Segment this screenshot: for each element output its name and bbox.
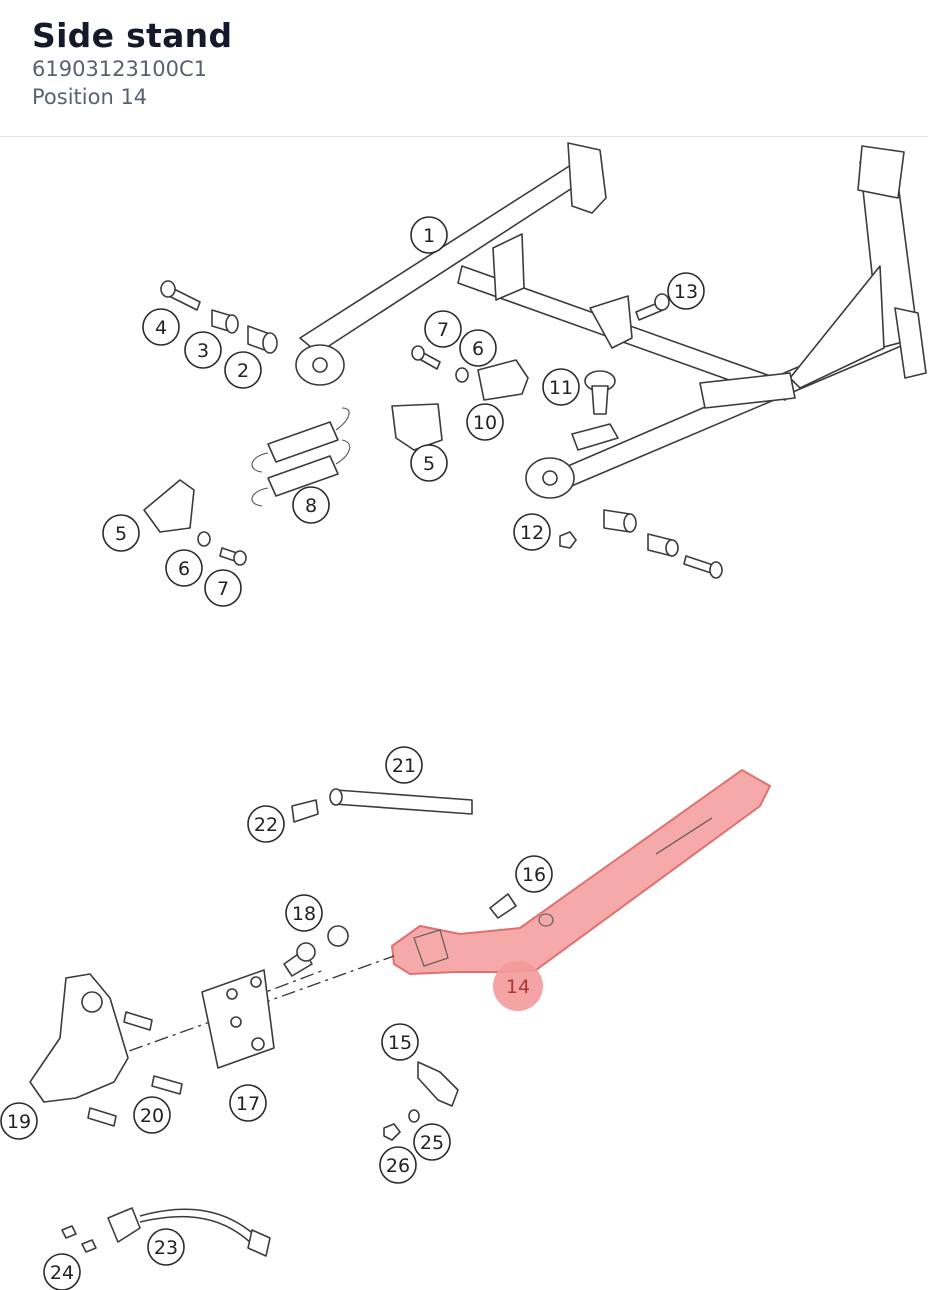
callout-circle <box>410 216 448 254</box>
callout-circle <box>0 1102 38 1140</box>
callout-number[interactable]: 7 <box>217 578 229 600</box>
callout-circle <box>165 549 203 587</box>
callout-circle <box>385 746 423 784</box>
callout-number[interactable]: 3 <box>197 340 209 362</box>
callout-circle <box>247 805 285 843</box>
header: Side stand 61903123100C1 Position 14 <box>0 0 928 137</box>
callout-circle <box>513 513 551 551</box>
callout-circle <box>379 1146 417 1184</box>
side-stand-leg[interactable] <box>390 768 772 976</box>
callout-number[interactable]: 2 <box>237 360 249 382</box>
callout-circle <box>292 486 330 524</box>
exploded-parts-diagram: 1234567856710111213141516171819202122232… <box>0 142 927 1290</box>
callout-number[interactable]: 7 <box>437 319 449 341</box>
callout-circle <box>142 308 180 346</box>
callout-number[interactable]: 26 <box>386 1155 410 1177</box>
callout-number[interactable]: 1 <box>423 225 435 247</box>
callout-number[interactable]: 19 <box>7 1111 31 1133</box>
callout-number[interactable]: 6 <box>178 558 190 580</box>
callout-circle <box>381 1023 419 1061</box>
callout-circle <box>466 403 504 441</box>
callout-number[interactable]: 21 <box>392 755 416 777</box>
callout-14-highlight <box>493 961 543 1011</box>
upper-hardware <box>143 280 723 579</box>
callout-number[interactable]: 8 <box>305 495 317 517</box>
callout-number[interactable]: 5 <box>423 453 435 475</box>
center-stand-drawing <box>295 142 927 499</box>
callout-number[interactable]: 23 <box>154 1237 178 1259</box>
callout-number[interactable]: 10 <box>473 412 497 434</box>
callout-circle <box>204 569 242 607</box>
callout-number[interactable]: 22 <box>254 814 278 836</box>
position-label: Position 14 <box>32 85 148 109</box>
callout-number[interactable]: 20 <box>140 1105 164 1127</box>
callout-number[interactable]: 14 <box>506 976 530 998</box>
callout-number[interactable]: 15 <box>388 1032 412 1054</box>
side-stand-drawing <box>29 768 772 1257</box>
callout-circle <box>147 1228 185 1266</box>
callout-circle <box>410 444 448 482</box>
callout-circle <box>229 1084 267 1122</box>
callout-circle <box>102 514 140 552</box>
callout-circle <box>542 368 580 406</box>
callout-circle <box>43 1253 81 1290</box>
callout-number[interactable]: 4 <box>155 317 167 339</box>
callout-circle <box>133 1096 171 1134</box>
callout-number[interactable]: 13 <box>674 281 698 303</box>
callout-number[interactable]: 12 <box>520 522 544 544</box>
callout-circle <box>424 310 462 348</box>
callout-number[interactable]: 6 <box>472 338 484 360</box>
callout-circle <box>413 1123 451 1161</box>
callout-circle <box>667 272 705 310</box>
part-number: 61903123100C1 <box>32 57 207 81</box>
callout-circle <box>285 894 323 932</box>
callout-number[interactable]: 11 <box>549 377 573 399</box>
callout-circle <box>184 331 222 369</box>
callout-number[interactable]: 24 <box>50 1262 74 1284</box>
callout-number[interactable]: 25 <box>420 1132 444 1154</box>
callout-number[interactable]: 17 <box>236 1093 260 1115</box>
callout-circle <box>515 855 553 893</box>
callout-number[interactable]: 18 <box>292 903 316 925</box>
callout-number[interactable]: 5 <box>115 523 127 545</box>
page-title: Side stand <box>32 16 233 55</box>
callout-number[interactable]: 16 <box>522 864 546 886</box>
callout-circle <box>459 329 497 367</box>
callout-circle <box>224 351 262 389</box>
